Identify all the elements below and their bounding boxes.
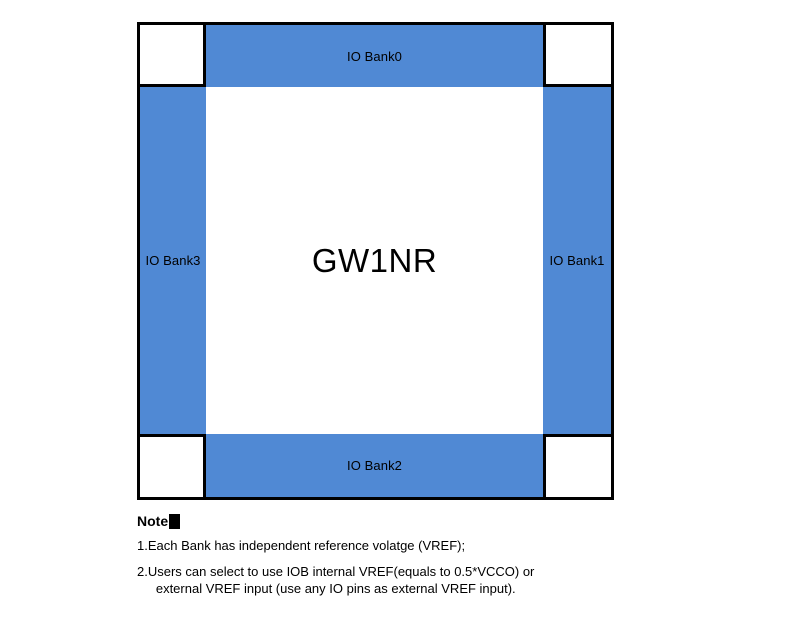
io-bank0-label: IO Bank0: [347, 48, 402, 64]
io-bank2-label: IO Bank2: [347, 458, 402, 473]
corner-top-left: [140, 25, 206, 87]
notes-block: Note 1. Each Bank has independent refere…: [137, 513, 657, 606]
note-line: external VREF input (use any IO pins as …: [155, 581, 516, 596]
note-item: 1. Each Bank has independent reference v…: [137, 537, 657, 554]
io-bank1-label: IO Bank1: [549, 253, 605, 268]
io-bank0-region: IO Bank0: [206, 25, 543, 87]
io-bank2-region: IO Bank2: [206, 434, 543, 497]
note-item: 2. Users can select to use IOB internal …: [137, 563, 657, 597]
chip-name-label: GW1NR: [311, 242, 438, 279]
note-number: 1.: [137, 538, 148, 553]
note-number: 2.: [137, 564, 148, 579]
corner-bottom-right: [543, 434, 611, 497]
corner-top-right: [543, 25, 611, 87]
note-line: Users can select to use IOB internal VRE…: [147, 564, 535, 579]
io-bank3-region: IO Bank3: [140, 87, 206, 434]
chip-core-region: GW1NR: [206, 87, 543, 434]
corner-bottom-left: [140, 434, 206, 497]
note-text: Each Bank has independent reference vola…: [148, 537, 657, 554]
io-bank1-region: IO Bank1: [543, 87, 611, 434]
io-bank-diagram: IO Bank0 IO Bank3 GW1NR IO Bank1 IO Bank…: [137, 22, 614, 500]
io-bank3-label: IO Bank3: [145, 253, 201, 268]
note-text: Users can select to use IOB internal VRE…: [148, 563, 657, 597]
missing-glyph-box-icon: [169, 513, 181, 529]
note-line: Each Bank has independent reference vola…: [147, 538, 466, 553]
io-bank-grid: IO Bank0 IO Bank3 GW1NR IO Bank1 IO Bank…: [140, 25, 611, 497]
notes-heading: Note: [137, 513, 657, 529]
notes-heading-text: Note: [137, 513, 169, 529]
